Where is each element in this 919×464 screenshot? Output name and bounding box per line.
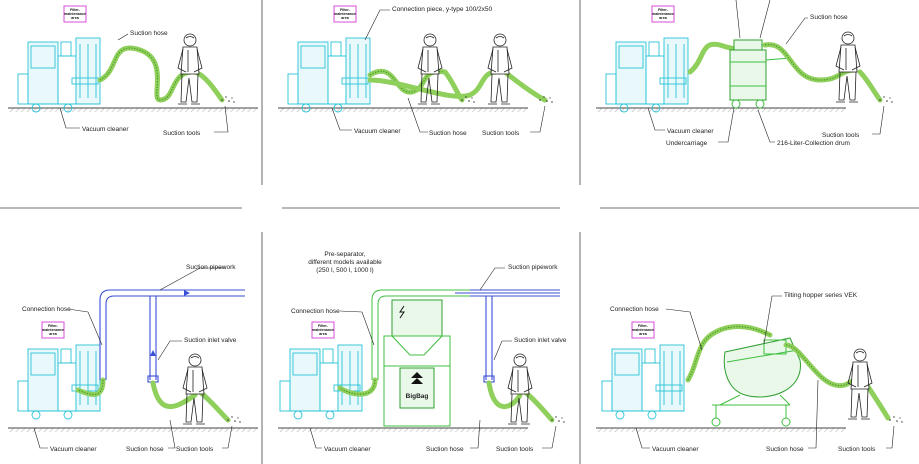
suction-pipework-label: Suction pipework xyxy=(508,264,558,271)
svg-text:maintenance: maintenance xyxy=(42,328,64,332)
svg-text:area: area xyxy=(71,16,79,20)
filter-maintenance-box: Filter- maintenance area xyxy=(63,5,87,23)
suction-tools-label: Suction tools xyxy=(163,130,201,137)
suction-hose-label: Suction hose xyxy=(810,14,848,21)
connection-hose-label: Connection hose xyxy=(22,306,71,313)
suction-pipework xyxy=(455,289,560,383)
svg-text:area: area xyxy=(49,332,57,336)
svg-text:Filter-: Filter- xyxy=(638,324,649,328)
filter-maintenance-box: Filter- maintenance area xyxy=(311,321,335,339)
panel-6: Filter- maintenance area Connection hose… xyxy=(595,292,903,453)
vacuum-cleaner-label: Vacuum cleaner xyxy=(667,128,714,135)
suction-pipework xyxy=(99,289,245,383)
svg-text:maintenance: maintenance xyxy=(652,12,674,16)
filter-maintenance-box: Filter- maintenance area xyxy=(41,321,65,339)
vacuum-cleaner-label: Vacuum cleaner xyxy=(50,446,97,453)
suction-pipework-label: Suction pipework xyxy=(186,264,236,271)
svg-text:maintenance: maintenance xyxy=(632,328,654,332)
panel-3: Filter- maintenance area Suction hose Va… xyxy=(595,0,893,147)
svg-text:Filter-: Filter- xyxy=(318,324,329,328)
filter-maintenance-box: Filter- maintenance area xyxy=(651,5,675,23)
vacuum-cleaner-label: Vacuum cleaner xyxy=(652,446,699,453)
pre-separator-label-line-2: different models available xyxy=(308,259,382,266)
bigbag-label: BigBag xyxy=(406,393,429,400)
svg-text:maintenance: maintenance xyxy=(312,328,334,332)
svg-text:Filter-: Filter- xyxy=(340,8,351,12)
svg-text:Filter-: Filter- xyxy=(70,8,81,12)
svg-text:area: area xyxy=(319,332,327,336)
connection-hose-label: Connection hose xyxy=(291,308,340,315)
panel-5: Filter- maintenance area BigBag xyxy=(277,251,567,453)
filter-maintenance-box: Filter- maintenance area xyxy=(333,5,357,23)
connection-hose-label: Connection hose xyxy=(610,306,659,313)
collection-drum xyxy=(729,39,791,109)
suction-tools-label: Suction tools xyxy=(496,446,534,453)
suction-hose-label: Suction hose xyxy=(766,446,804,453)
panel-1: Filter- maintenance area Suction hose Va… xyxy=(7,5,259,137)
suction-hose-label: Suction hose xyxy=(126,446,164,453)
vacuum-cleaner-label: Vacuum cleaner xyxy=(354,128,401,135)
svg-text:Filter-: Filter- xyxy=(48,324,59,328)
vacuum-cleaner-label: Vacuum cleaner xyxy=(82,126,129,133)
suction-tools-label: Suction tools xyxy=(838,446,876,453)
panel-4: Filter- maintenance area Suction pipewor… xyxy=(7,264,259,453)
svg-text:area: area xyxy=(659,16,667,20)
undercarriage-label: Undercarriage xyxy=(666,140,708,147)
connection-piece-label: Connection piece, y-type 100/2x50 xyxy=(392,6,492,13)
filter-maintenance-box: Filter- maintenance area xyxy=(631,321,655,339)
suction-inlet-valve-label: Suction inlet valve xyxy=(184,337,237,344)
svg-text:maintenance: maintenance xyxy=(334,12,356,16)
tilting-hopper-label: Tilting hopper series VEK xyxy=(784,292,858,299)
svg-text:area: area xyxy=(341,16,349,20)
vacuum-cleaner-label: Vacuum cleaner xyxy=(324,446,371,453)
svg-text:maintenance: maintenance xyxy=(64,12,86,16)
suction-hose-label: Suction hose xyxy=(130,30,168,37)
suction-inlet-valve-label: Suction inlet valve xyxy=(514,337,567,344)
svg-text:Filter-: Filter- xyxy=(658,8,669,12)
pre-separator-label-line-3: (250 l, 500 l, 1000 l) xyxy=(316,267,373,274)
pre-separator-label-line-1: Pre-separator, xyxy=(324,251,365,258)
suction-hose-label: Suction hose xyxy=(426,446,464,453)
tilting-hopper xyxy=(711,337,801,427)
suction-tools-label: Suction tools xyxy=(176,446,214,453)
suction-hose-label: Suction hose xyxy=(429,130,467,137)
suction-tools-label: Suction tools xyxy=(482,130,520,137)
pre-separator: BigBag xyxy=(371,289,470,427)
suction-tools-label: Suction tools xyxy=(822,132,860,139)
svg-text:area: area xyxy=(639,332,647,336)
collection-drum-label: 216-Liter-Collection drum xyxy=(777,140,850,147)
panel-2: Filter- maintenance area Connection piec… xyxy=(277,5,553,137)
